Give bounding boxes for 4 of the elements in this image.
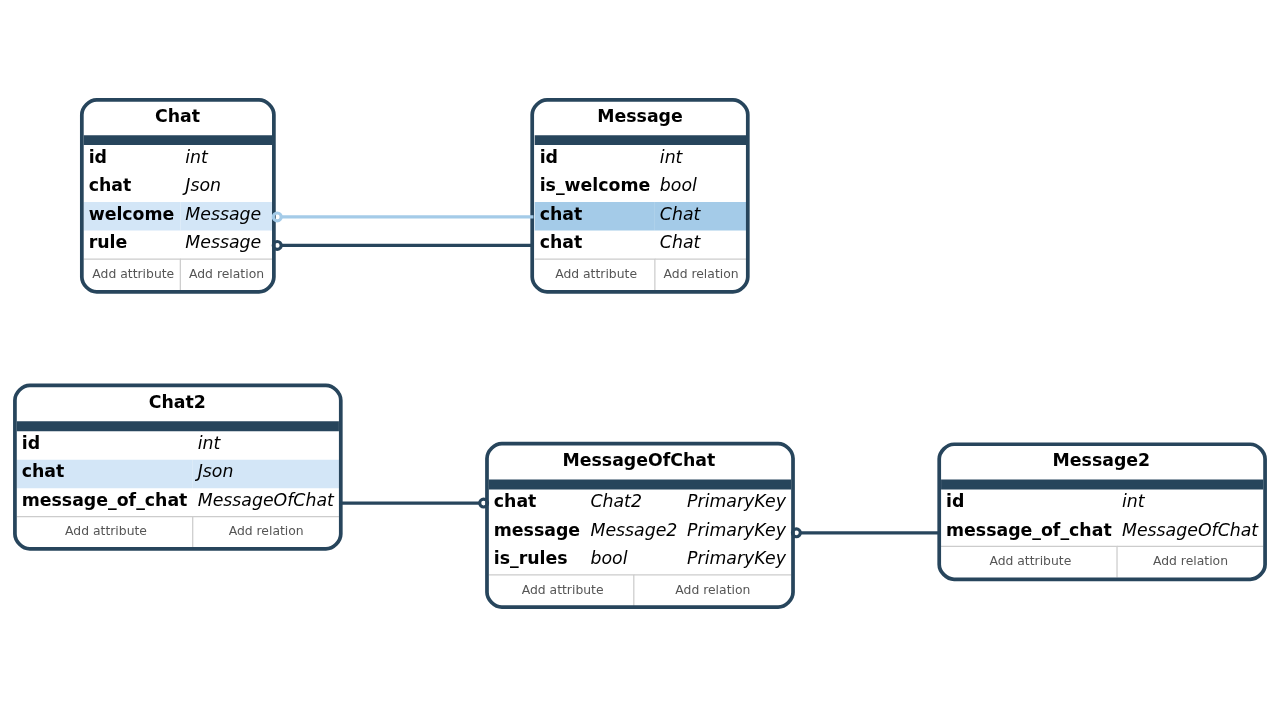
connector <box>271 239 534 251</box>
connector <box>790 527 940 539</box>
connector <box>340 497 490 509</box>
connector <box>271 211 534 223</box>
